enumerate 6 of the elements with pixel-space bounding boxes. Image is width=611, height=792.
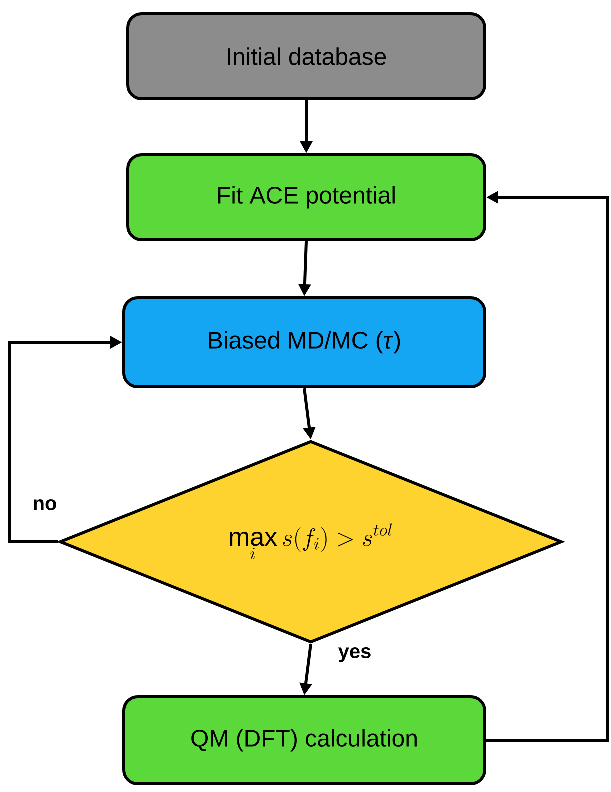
edge-label: yes — [337, 646, 373, 664]
process-box: Initial database — [126, 12, 486, 100]
edge-label: no — [32, 498, 58, 512]
process-box: Fit ACE potential — [126, 154, 486, 242]
process-box: Biased MD/MC (τ) — [122, 296, 486, 388]
process-box: QM (DFT) calculation — [122, 696, 486, 786]
